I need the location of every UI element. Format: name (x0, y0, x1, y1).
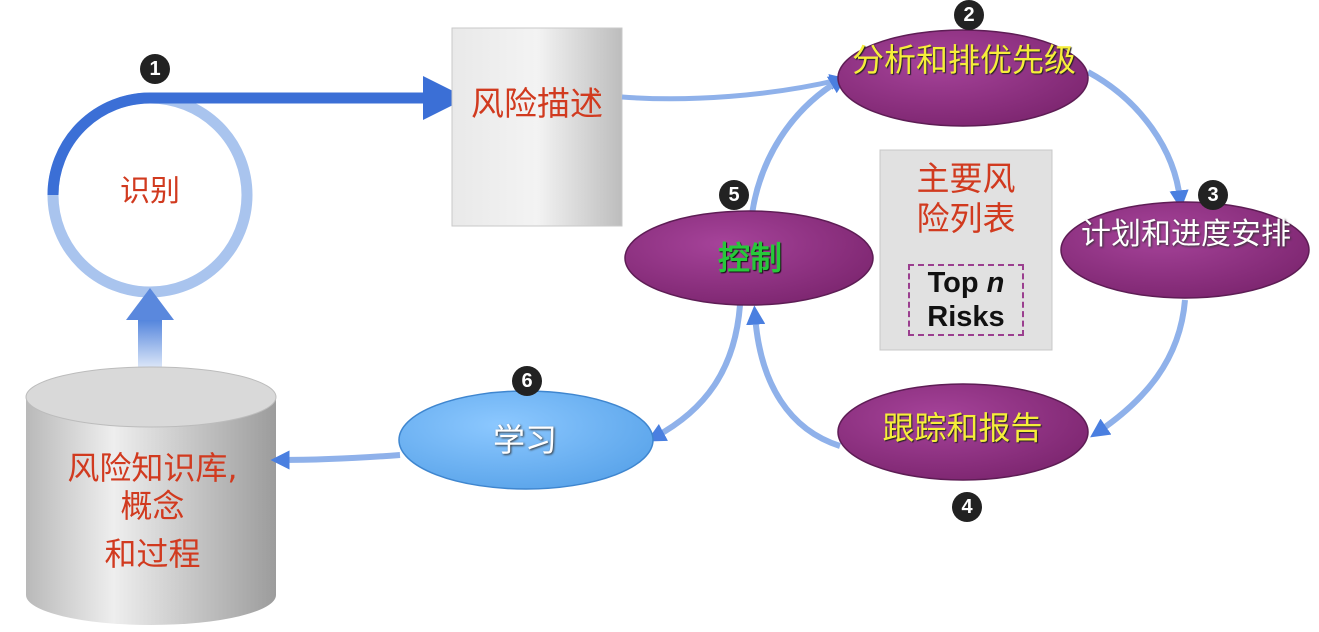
learn-label: 学习 (492, 421, 557, 459)
risk-description-label: 风险描述 (471, 84, 603, 123)
identify-ring-accent (47, 92, 151, 196)
control-ellipse (624, 210, 874, 306)
step-number-4: 4 (952, 492, 982, 522)
top-n-word: Top (927, 267, 979, 299)
arrow-kb-to-identify-head (126, 288, 174, 320)
step-number-6: 6 (512, 366, 542, 396)
top-n-line1: Top n (910, 266, 1022, 300)
identify-label: 识别 (120, 174, 180, 209)
step-number-2: 2 (954, 0, 984, 30)
control-label: 控制 (717, 239, 782, 277)
top-list-title-line2: 险列表 (916, 199, 1016, 238)
top-n-risks-box: Top n Risks (908, 264, 1024, 336)
arrow-plan-to-track (1090, 299, 1188, 438)
top-n-line2: Risks (927, 301, 1005, 333)
knowledge-base-line2: 概念 (120, 487, 185, 525)
analyze-label: 分析和排优先级 (851, 41, 1076, 79)
arrow-control-to-analyze (749, 75, 849, 215)
knowledge-base-cylinder-top (25, 366, 277, 428)
arrow-describe-to-analyze (621, 74, 846, 102)
step-number-3: 3 (1198, 180, 1228, 210)
risk-description-box (451, 27, 623, 227)
track-ellipse (837, 383, 1089, 481)
arrow-learn-to-kb (270, 450, 401, 470)
plan-label: 计划和进度安排 (1081, 217, 1291, 252)
step-number-5: 5 (719, 180, 749, 210)
top-list-title-line1: 主要风 (916, 159, 1016, 198)
knowledge-base-line3: 和过程 (104, 535, 201, 573)
knowledge-base-line1: 风险知识库, (67, 449, 238, 487)
step-number-1: 1 (140, 54, 170, 84)
arrow-track-to-control (746, 305, 841, 449)
top-n-variable: n (986, 267, 1005, 299)
knowledge-base-cylinder (26, 397, 276, 625)
arrow-analyze-to-plan (1086, 69, 1189, 210)
analyze-ellipse (837, 29, 1089, 127)
arrow-control-to-learn (646, 304, 743, 442)
plan-ellipse (1060, 201, 1310, 299)
track-label: 跟踪和报告 (882, 409, 1043, 447)
